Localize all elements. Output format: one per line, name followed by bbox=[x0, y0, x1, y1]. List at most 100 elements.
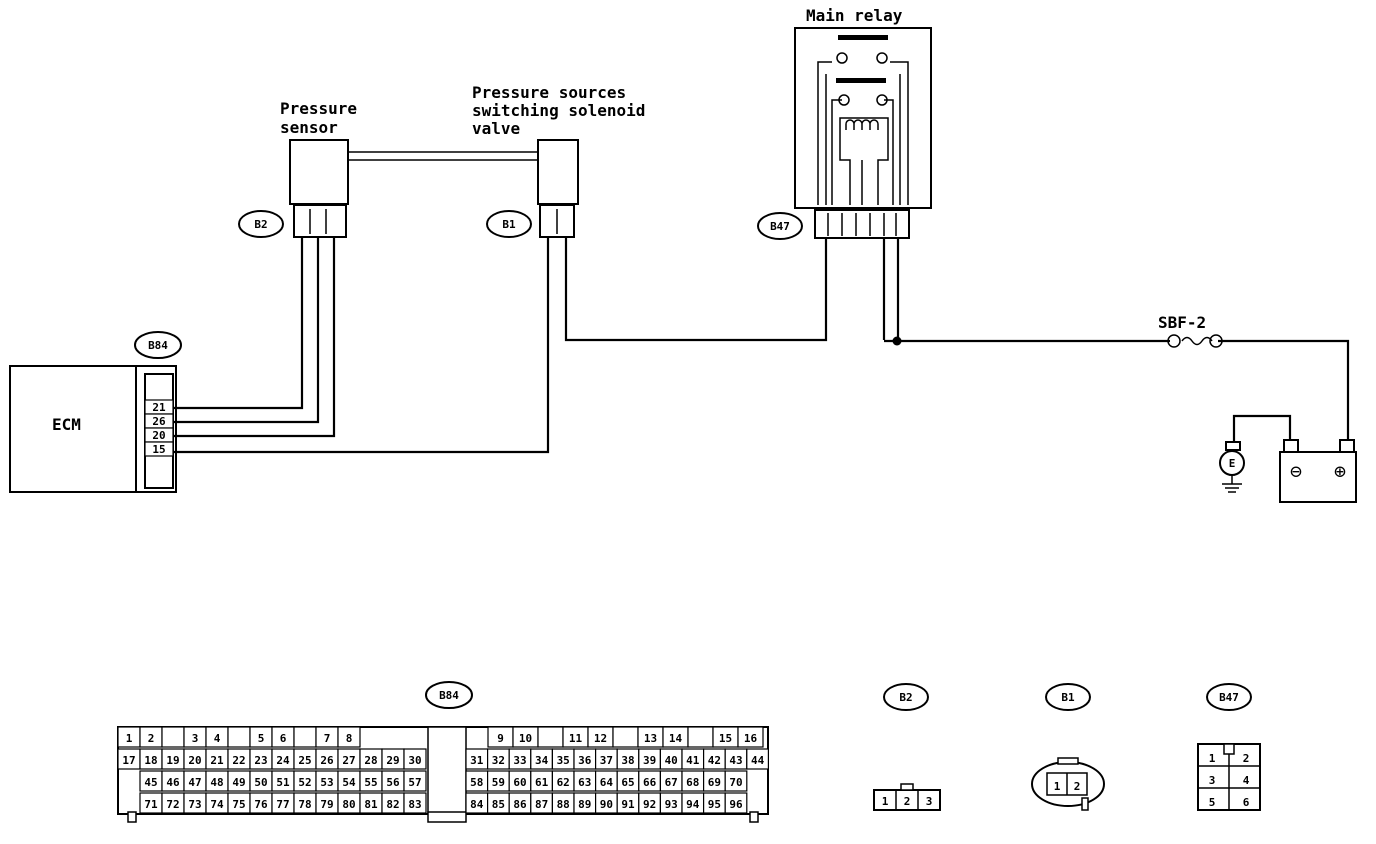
b84-pin-cell bbox=[403, 792, 427, 814]
b84-pin-48: 48 bbox=[210, 776, 223, 789]
b84-pin-12: 12 bbox=[594, 732, 607, 745]
wire-ground bbox=[1232, 414, 1292, 446]
relay-contact-2a bbox=[838, 94, 850, 106]
b84-pin-83: 83 bbox=[408, 798, 421, 811]
b47-pin-6: 6 bbox=[1243, 796, 1250, 809]
ecm-pin-21: 21 bbox=[152, 401, 166, 414]
b84-pin-17: 17 bbox=[122, 754, 135, 767]
wire-fuse-battery bbox=[1218, 339, 1350, 446]
b84-pin-85: 85 bbox=[492, 798, 505, 811]
wire-pin21 bbox=[174, 237, 304, 410]
b84-pin-94: 94 bbox=[686, 798, 700, 811]
wire-pin26 bbox=[174, 237, 320, 424]
battery-positive: ⊕ bbox=[1334, 459, 1346, 483]
b84-pin-28: 28 bbox=[364, 754, 377, 767]
b84-pin-55: 55 bbox=[364, 776, 377, 789]
b84-pin-76: 76 bbox=[254, 798, 268, 811]
b84-pin-3: 3 bbox=[192, 732, 199, 745]
b84-pin-2: 2 bbox=[148, 732, 155, 745]
b84-pin-32: 32 bbox=[492, 754, 505, 767]
b84-pin-30: 30 bbox=[408, 754, 421, 767]
tag-b1: B1 bbox=[486, 210, 532, 238]
wire-pin15 bbox=[174, 237, 550, 454]
b2-connector bbox=[293, 204, 347, 238]
b47-face: B47 1 2 3 4 5 6 bbox=[1197, 683, 1261, 811]
junction-dot bbox=[892, 336, 902, 346]
b84-pin-25: 25 bbox=[298, 754, 311, 767]
b84-pin-cell bbox=[403, 748, 427, 770]
relay-contact-bar-2 bbox=[836, 78, 886, 83]
solenoid-valve: Pressure sources switching solenoid valv… bbox=[472, 83, 645, 238]
b84-pin-53: 53 bbox=[320, 776, 333, 789]
b84-pin-68: 68 bbox=[686, 776, 699, 789]
relay-contact-bar-1 bbox=[838, 35, 888, 40]
ecm-pin-15: 15 bbox=[152, 443, 165, 456]
b84-pin-81: 81 bbox=[364, 798, 378, 811]
b84-pin-13: 13 bbox=[644, 732, 657, 745]
b2-pin-2: 2 bbox=[904, 795, 911, 808]
b84-pin-56: 56 bbox=[386, 776, 400, 789]
b84-pin-44: 44 bbox=[751, 754, 765, 767]
b2-face: B2 1 2 3 bbox=[873, 683, 941, 811]
b84-pin-22: 22 bbox=[232, 754, 245, 767]
b84-pin-21: 21 bbox=[210, 754, 224, 767]
b84-pin-10: 10 bbox=[519, 732, 532, 745]
b84-pin-78: 78 bbox=[298, 798, 311, 811]
b84-pin-49: 49 bbox=[232, 776, 245, 789]
relay-coil bbox=[845, 119, 879, 130]
b84-pin-45: 45 bbox=[144, 776, 157, 789]
main-relay: Main relay bbox=[794, 6, 932, 239]
battery-negative: ⊖ bbox=[1290, 459, 1302, 483]
b84-pin-37: 37 bbox=[600, 754, 613, 767]
tag-b84-label: B84 bbox=[148, 339, 168, 352]
b84-pin-47: 47 bbox=[188, 776, 201, 789]
b84-pin-87: 87 bbox=[535, 798, 548, 811]
b84-pin-65: 65 bbox=[621, 776, 634, 789]
b84-pin-43: 43 bbox=[729, 754, 742, 767]
ecm-pin-20: 20 bbox=[152, 429, 165, 442]
tag-b84: B84 bbox=[134, 331, 182, 359]
b47-pin-4: 4 bbox=[1243, 774, 1250, 787]
b1-face: B1 1 2 bbox=[1031, 683, 1105, 811]
b84-pin-91: 91 bbox=[621, 798, 635, 811]
b84-pin-60: 60 bbox=[513, 776, 526, 789]
b84-pin-71: 71 bbox=[144, 798, 158, 811]
b84-pin-88: 88 bbox=[557, 798, 570, 811]
b84-pin-cell bbox=[403, 770, 427, 792]
solenoid-label-2: switching solenoid bbox=[472, 101, 645, 120]
b84-pin-9: 9 bbox=[497, 732, 504, 745]
tag-b47: B47 bbox=[757, 212, 803, 240]
b84-pin-8: 8 bbox=[346, 732, 353, 745]
b84-pin-54: 54 bbox=[342, 776, 356, 789]
b84-pin-14: 14 bbox=[669, 732, 683, 745]
b84-pin-11: 11 bbox=[569, 732, 583, 745]
b2-face-tag: B2 bbox=[899, 691, 912, 704]
b84-pin-74: 74 bbox=[210, 798, 224, 811]
b84-pin-77: 77 bbox=[276, 798, 289, 811]
b84-pin-51: 51 bbox=[276, 776, 290, 789]
b84-pin-72: 72 bbox=[166, 798, 179, 811]
b84-pin-23: 23 bbox=[254, 754, 267, 767]
solenoid-label-3: valve bbox=[472, 119, 520, 138]
pressure-sensor-label-2: sensor bbox=[280, 118, 338, 137]
b84-key-notch bbox=[537, 726, 564, 748]
b84-key-notch bbox=[161, 726, 185, 748]
b1-pin-2: 2 bbox=[1074, 780, 1081, 793]
b84-pin-16: 16 bbox=[744, 732, 758, 745]
b84-pin-82: 82 bbox=[386, 798, 399, 811]
b84-face-tag: B84 bbox=[439, 689, 459, 702]
b84-pin-95: 95 bbox=[708, 798, 721, 811]
b84-pin-31: 31 bbox=[470, 754, 484, 767]
wire-pin20 bbox=[174, 237, 336, 438]
b2-pin-1: 1 bbox=[882, 795, 889, 808]
b84-pin-cell bbox=[746, 748, 769, 770]
b84-pin-5: 5 bbox=[258, 732, 265, 745]
b84-pin-39: 39 bbox=[643, 754, 656, 767]
b84-pin-24: 24 bbox=[276, 754, 290, 767]
b84-pin-90: 90 bbox=[600, 798, 613, 811]
solenoid-label-1: Pressure sources bbox=[472, 83, 626, 102]
b84-pin-18: 18 bbox=[144, 754, 157, 767]
